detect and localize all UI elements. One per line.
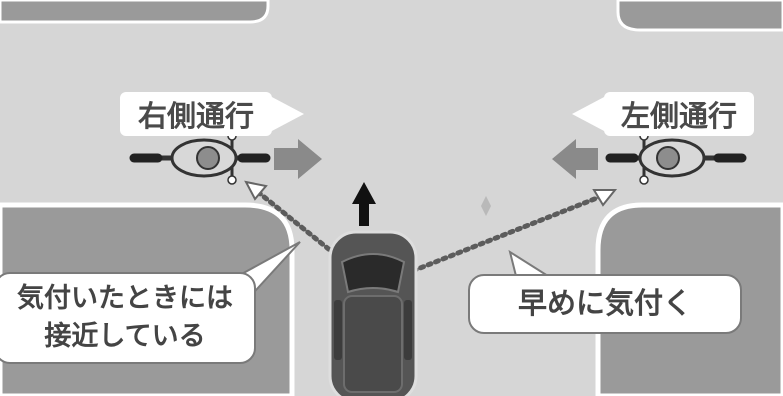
label-left-side-traffic: 左側通行 — [604, 92, 754, 136]
sightline-right — [397, 193, 605, 279]
label-tail-left — [572, 96, 606, 132]
label-right-side-traffic: 右側通行 — [120, 92, 272, 136]
arrow-right-icon — [274, 139, 322, 179]
car-icon — [328, 230, 418, 396]
bicycle-icon — [129, 131, 271, 185]
arrow-up-icon — [352, 182, 376, 226]
callout-noticed-late: 気付いたときには 接近している — [0, 272, 256, 364]
corner-block-top-left — [0, 0, 270, 24]
label-right-side-text: 右側通行 — [137, 99, 254, 133]
arrow-left-icon — [552, 139, 598, 179]
callout-notice-early: 早めに気付く — [468, 274, 742, 334]
callout-noticed-late-line2: 接近している — [44, 321, 206, 352]
arrowhead-left-top — [244, 180, 268, 201]
road-mark — [481, 196, 491, 216]
arrowhead-right-top — [592, 189, 618, 207]
label-left-side-text: 左側通行 — [620, 99, 737, 133]
callout-notice-early-text: 早めに気付く — [517, 286, 692, 320]
corner-block-top-right — [616, 0, 783, 32]
label-tail-right — [270, 96, 304, 132]
callout-noticed-late-line1: 気付いたときには — [17, 283, 233, 314]
bicycle-icon — [605, 131, 747, 185]
